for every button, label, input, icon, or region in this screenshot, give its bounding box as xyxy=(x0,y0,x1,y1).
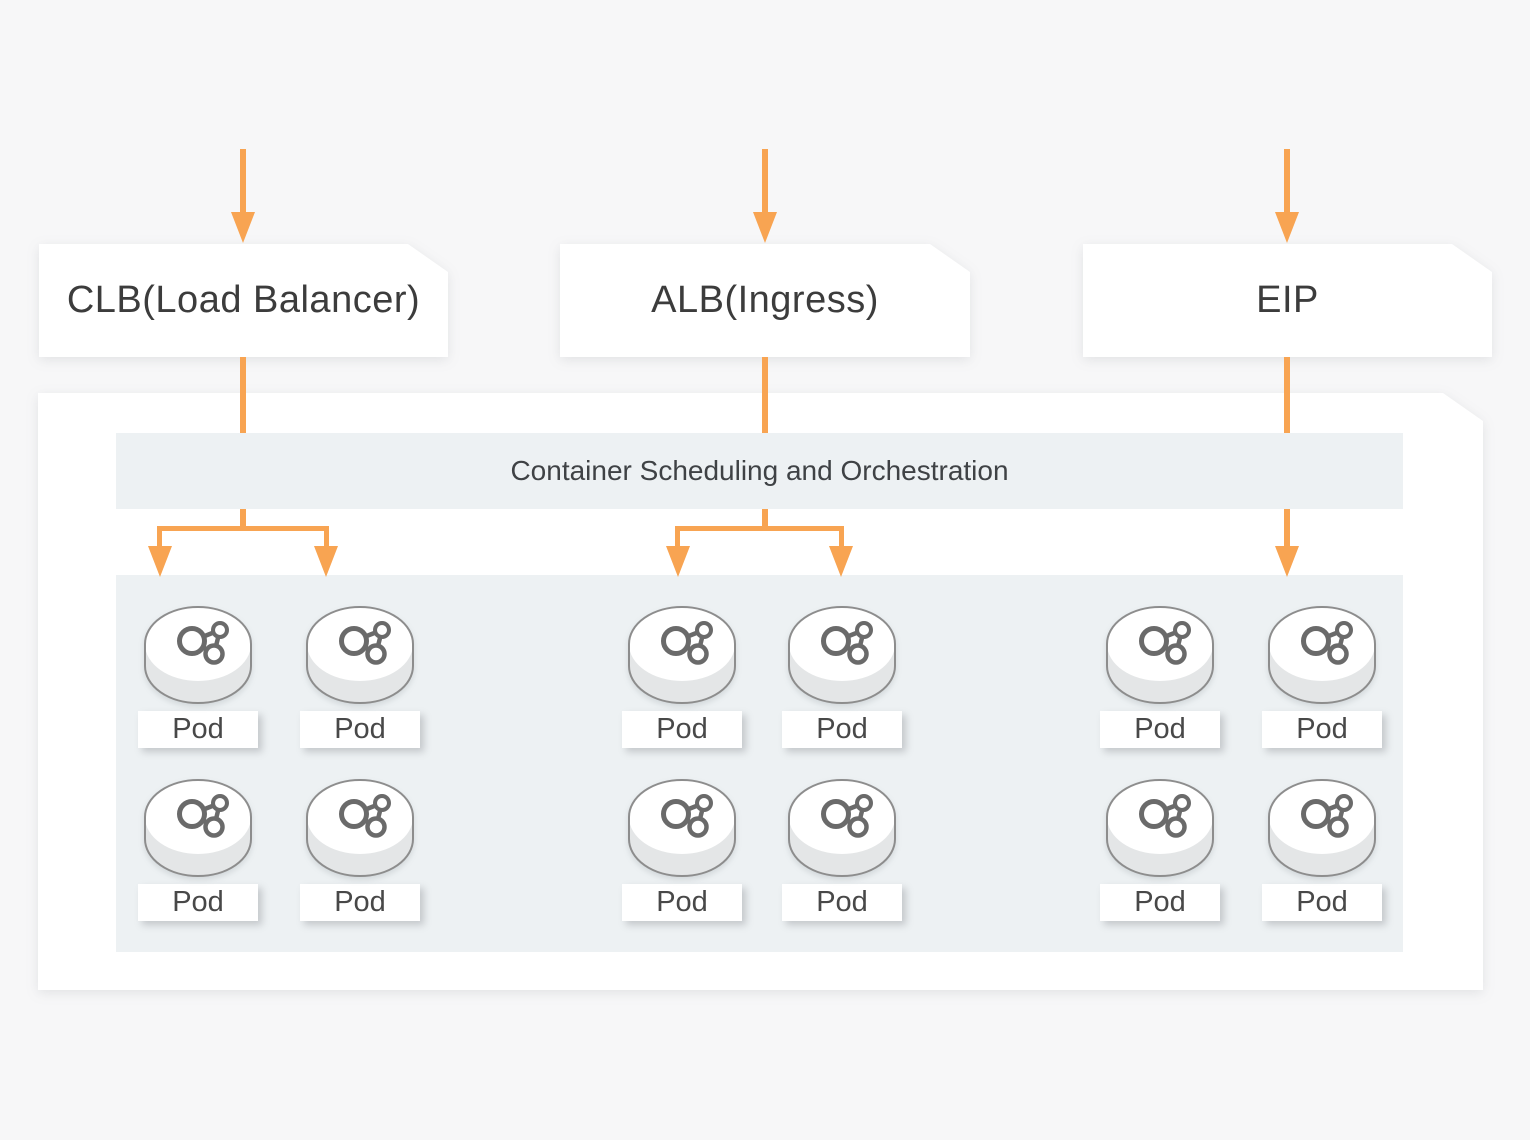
node-clb-load-balancer: CLB(Load Balancer) xyxy=(39,244,448,357)
pod-group3-row1-pod1: Pod xyxy=(1100,605,1220,748)
pod-icon xyxy=(1105,778,1215,878)
pod-icon xyxy=(627,605,737,705)
branch-alb-drop-right xyxy=(839,526,844,547)
node-eip: EIP xyxy=(1083,244,1492,357)
cluster-panel: Container Scheduling and Orchestration P… xyxy=(38,393,1483,990)
branch-alb-arrowhead-icon-left xyxy=(666,546,690,577)
pod-icon xyxy=(627,778,737,878)
pod-icon xyxy=(787,778,897,878)
pod-label: Pod xyxy=(1262,711,1382,748)
connector-alb-to-cluster xyxy=(762,357,768,433)
pod-label: Pod xyxy=(300,884,420,921)
connector-eip-to-cluster xyxy=(1284,357,1290,433)
pod-group3-row1-pod2: Pod xyxy=(1262,605,1382,748)
pod-icon xyxy=(305,605,415,705)
pod-label: Pod xyxy=(782,711,902,748)
pod-group1-row2-pod2: Pod xyxy=(300,778,420,921)
branch-alb-drop-left xyxy=(675,526,680,547)
pod-group1-row1-pod2: Pod xyxy=(300,605,420,748)
branch-clb-horizontal xyxy=(157,526,329,531)
node-alb-label: ALB(Ingress) xyxy=(651,279,879,321)
pod-label: Pod xyxy=(138,884,258,921)
connector-clb-to-cluster xyxy=(240,357,246,433)
pod-icon xyxy=(305,778,415,878)
pod-group2-row2-pod1: Pod xyxy=(622,778,742,921)
branch-alb-horizontal xyxy=(675,526,844,531)
branch-clb-drop-left xyxy=(157,526,162,547)
pod-group2-row2-pod2: Pod xyxy=(782,778,902,921)
pod-icon xyxy=(787,605,897,705)
pod-icon xyxy=(143,605,253,705)
pod-icon xyxy=(1105,605,1215,705)
pod-icon xyxy=(1267,605,1377,705)
branch-clb-arrowhead-icon-right xyxy=(314,546,338,577)
pod-label: Pod xyxy=(1262,884,1382,921)
pod-group2-row1-pod1: Pod xyxy=(622,605,742,748)
branch-alb-stub xyxy=(762,509,768,530)
branch-eip-line xyxy=(1284,509,1290,546)
scheduler-banner-label: Container Scheduling and Orchestration xyxy=(510,455,1009,486)
node-alb-ingress: ALB(Ingress) xyxy=(560,244,970,357)
branch-clb-stub xyxy=(240,509,246,530)
branch-alb-arrowhead-icon-right xyxy=(829,546,853,577)
pod-icon xyxy=(1267,778,1377,878)
pod-group3-row2-pod1: Pod xyxy=(1100,778,1220,921)
branch-clb-drop-right xyxy=(324,526,329,547)
pod-label: Pod xyxy=(138,711,258,748)
pod-group2-row1-pod2: Pod xyxy=(782,605,902,748)
pod-label: Pod xyxy=(622,711,742,748)
incoming-arrow-line-clb xyxy=(240,149,246,213)
node-eip-label: EIP xyxy=(1256,279,1319,321)
branch-eip-arrowhead-icon xyxy=(1275,546,1299,577)
incoming-arrow-line-alb xyxy=(762,149,768,213)
scheduler-banner: Container Scheduling and Orchestration xyxy=(116,433,1403,509)
pod-label: Pod xyxy=(300,711,420,748)
incoming-arrowhead-icon-eip xyxy=(1275,212,1299,243)
pod-group1-row2-pod1: Pod xyxy=(138,778,258,921)
pod-group3-row2-pod2: Pod xyxy=(1262,778,1382,921)
pods-area: Pod Pod Pod Pod Pod xyxy=(116,575,1403,952)
pod-icon xyxy=(143,778,253,878)
pod-label: Pod xyxy=(782,884,902,921)
node-clb-label: CLB(Load Balancer) xyxy=(66,279,421,321)
incoming-arrowhead-icon-clb xyxy=(231,212,255,243)
pod-group1-row1-pod1: Pod xyxy=(138,605,258,748)
pod-label: Pod xyxy=(622,884,742,921)
cluster-container: Container Scheduling and Orchestration P… xyxy=(38,393,1483,990)
incoming-arrow-line-eip xyxy=(1284,149,1290,213)
branch-clb-arrowhead-icon-left xyxy=(148,546,172,577)
incoming-arrowhead-icon-alb xyxy=(753,212,777,243)
pod-label: Pod xyxy=(1100,884,1220,921)
pod-label: Pod xyxy=(1100,711,1220,748)
